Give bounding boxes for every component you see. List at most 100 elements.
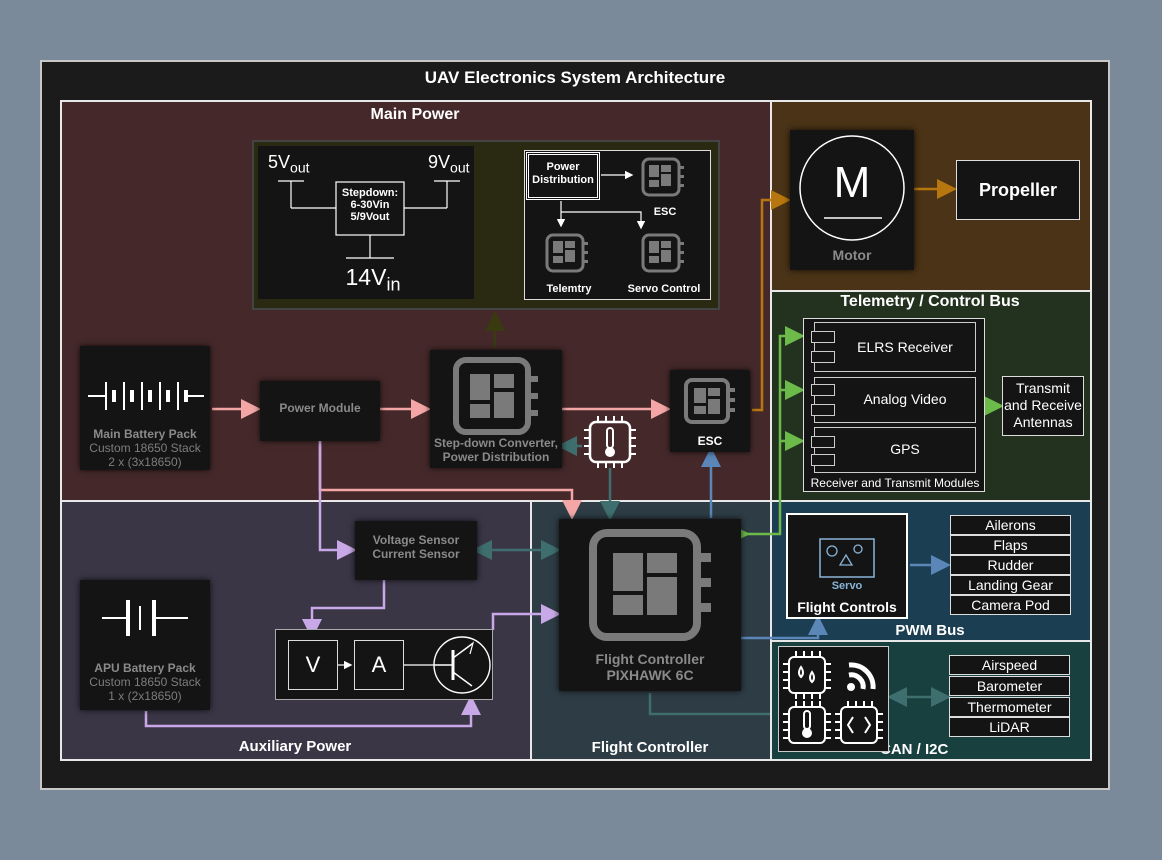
- chip-icon: [641, 157, 684, 197]
- gps-module: GPS: [811, 427, 976, 473]
- pd-servo-label: Servo Control: [627, 283, 701, 295]
- component-pin: [811, 384, 835, 396]
- telemetry-modules-caption: Receiver and Transmit Modules: [810, 476, 980, 490]
- processor-chip-icon: [835, 701, 883, 744]
- v9-label: 9Vout: [428, 152, 478, 176]
- fc-name: Flight Controller: [595, 651, 705, 667]
- v5-value: 5V: [268, 152, 291, 172]
- motor-label: Motor: [832, 247, 872, 263]
- pd-telemetry-label: Telemtry: [546, 283, 592, 295]
- component-pin: [811, 454, 835, 466]
- pwm-output-flaps: Flaps: [950, 535, 1071, 555]
- apu-battery-line2: 1 x (2x18650): [108, 689, 182, 703]
- meter-panel: V A: [275, 629, 493, 700]
- stepdown-label-2: Power Distribution: [442, 450, 550, 464]
- main-battery-line2: 2 x (3x18650): [108, 455, 182, 469]
- main-battery-name: Main Battery Pack: [93, 427, 197, 441]
- v9-sub: out: [450, 159, 470, 176]
- elrs-receiver: ELRS Receiver: [811, 322, 976, 372]
- auxiliary-power-title: Auxiliary Power: [238, 738, 352, 755]
- chip-icon: [545, 233, 588, 273]
- sensor-barometer: Barometer: [949, 676, 1070, 696]
- pwm-bus-title: PWM Bus: [895, 622, 965, 639]
- sensor-thermometer: Thermometer: [949, 697, 1070, 717]
- ammeter: A: [354, 640, 404, 690]
- pwm-output-landing-gear: Landing Gear: [950, 575, 1071, 595]
- stepdown-chip-line3: 5/9Vout: [350, 211, 390, 223]
- chip-icon: [684, 378, 735, 424]
- voltage-current-sensor: Voltage Sensor Current Sensor: [355, 521, 477, 580]
- wifi-icon: [847, 662, 876, 691]
- v14-label: 14Vin: [328, 264, 418, 296]
- component-pin: [811, 331, 835, 343]
- flight-controller: Flight Controller PIXHAWK 6C: [559, 519, 741, 691]
- antennas-line2: and Receive: [1004, 397, 1082, 413]
- apu-battery-pack: APU Battery Pack Custom 18650 Stack 1 x …: [80, 580, 210, 710]
- analog-video: Analog Video: [811, 377, 976, 423]
- chip-icon: [641, 233, 684, 273]
- v5-label: 5Vout: [268, 152, 328, 176]
- power-module: Power Module: [260, 381, 380, 441]
- stepdown-chip-text: Stepdown: 6-30Vin 5/9Vout: [336, 187, 404, 223]
- elrs-receiver-label: ELRS Receiver: [857, 339, 953, 355]
- v5-sub: out: [290, 159, 310, 176]
- pwm-output-camera-pod: Camera Pod: [950, 595, 1071, 615]
- power-distribution-wiring: [545, 157, 684, 273]
- apu-battery-line1: Custom 18650 Stack: [89, 675, 201, 689]
- gps-label: GPS: [890, 441, 920, 457]
- motor: M Motor: [790, 130, 914, 270]
- diagram-title: UAV Electronics System Architecture: [424, 68, 726, 87]
- voltmeter: V: [288, 640, 338, 690]
- temperature-chip-icon: [783, 701, 831, 744]
- antennas-line1: Transmit: [1016, 380, 1070, 396]
- propeller-box: Propeller: [956, 160, 1080, 220]
- esc-main: ESC: [670, 370, 750, 452]
- apu-battery-name: APU Battery Pack: [94, 661, 196, 675]
- telemetry-modules-panel: ELRS Receiver Analog Video GPS Receiver …: [803, 318, 985, 492]
- power-distribution-panel: Power Distribution ESC Telemtry Servo Co…: [524, 150, 711, 300]
- esc-main-label: ESC: [697, 434, 723, 448]
- servo-icon: [819, 538, 875, 578]
- main-power-title: Main Power: [370, 106, 460, 123]
- thermometer-chip-icon: [582, 414, 638, 470]
- chip-icon: [453, 357, 538, 435]
- stepdown-wiring: [278, 180, 460, 259]
- sensor-lidar: LiDAR: [949, 717, 1070, 737]
- v9-value: 9V: [428, 152, 451, 172]
- power-distribution-text: Power Distribution: [529, 161, 597, 187]
- pwm-output-rudder: Rudder: [950, 555, 1071, 575]
- battery-icon: [102, 600, 188, 636]
- flight-controller-title: Flight Controller: [591, 739, 709, 756]
- antennas-box: Transmit and Receive Antennas: [1002, 376, 1084, 436]
- power-distribution-box: Power Distribution: [526, 152, 600, 200]
- stepdown-circuit: 5Vout 9Vout Stepdown: 6-30Vin 5/9Vout 14…: [258, 146, 474, 299]
- v14-sub: in: [386, 274, 401, 295]
- power-module-label: Power Module: [279, 401, 361, 415]
- component-pin: [811, 436, 835, 448]
- stepdown-label-1: Step-down Converter,: [433, 436, 558, 450]
- component-pin: [811, 351, 835, 363]
- voltage-sensor-label: Voltage Sensor: [372, 533, 460, 547]
- analog-video-label: Analog Video: [863, 391, 947, 407]
- sensor-airspeed: Airspeed: [949, 655, 1070, 675]
- servo-label: Servo: [831, 580, 863, 592]
- v14-value: 14V: [345, 264, 387, 290]
- flight-controls-label: Flight Controls: [797, 599, 897, 615]
- humidity-chip-icon: [783, 651, 831, 699]
- motor-icon: [799, 135, 905, 241]
- fc-model: PIXHAWK 6C: [606, 667, 694, 683]
- antennas-line3: Antennas: [1013, 414, 1073, 430]
- transistor-icon: [338, 636, 491, 694]
- main-battery-line1: Custom 18650 Stack: [89, 441, 201, 455]
- flight-controls-box: Servo Flight Controls: [786, 513, 908, 619]
- power-distribution-line1: Power: [546, 161, 580, 173]
- stepdown-chip-line1: Stepdown:: [341, 187, 399, 199]
- can-i2c-title: CAN / I2C: [880, 741, 949, 758]
- pd-esc-label: ESC: [653, 206, 677, 218]
- component-pin: [811, 404, 835, 416]
- power-distribution-line2: Distribution: [532, 174, 594, 186]
- can-sensor-icons: [778, 646, 889, 752]
- stepdown-converter: Step-down Converter, Power Distribution: [430, 350, 562, 468]
- main-battery-pack: Main Battery Pack Custom 18650 Stack 2 x…: [80, 346, 210, 470]
